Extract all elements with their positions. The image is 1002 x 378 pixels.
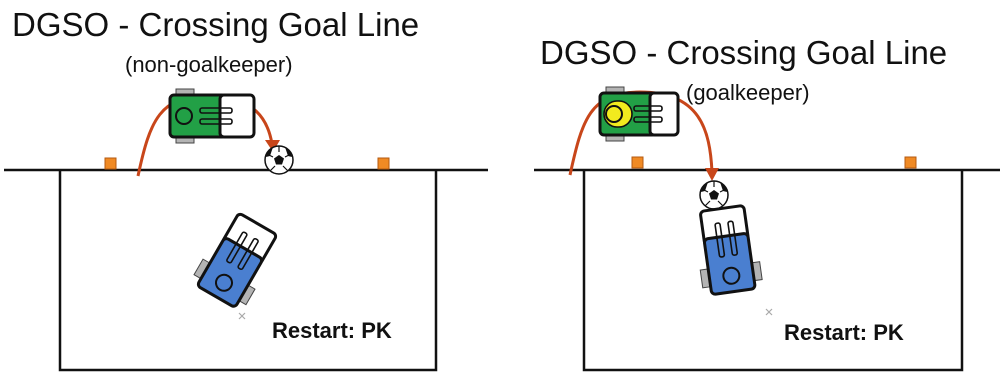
field-diagram bbox=[0, 0, 500, 378]
field-marker-icon bbox=[105, 158, 116, 169]
robot-icon bbox=[190, 209, 284, 312]
panel-goalkeeper: DGSO - Crossing Goal Line (goalkeeper) bbox=[500, 0, 1002, 378]
robot-icon bbox=[600, 87, 678, 141]
penalty-area bbox=[584, 170, 962, 370]
soccer-ball-icon bbox=[700, 181, 728, 209]
panel-non-goalkeeper: DGSO - Crossing Goal Line (non-goalkeepe… bbox=[0, 0, 500, 378]
field-diagram bbox=[500, 0, 1002, 378]
penalty-spot-icon bbox=[766, 309, 772, 315]
robot-icon bbox=[692, 204, 763, 296]
field-marker-icon bbox=[905, 157, 916, 168]
restart-label: Restart: PK bbox=[272, 320, 392, 342]
robot-icon bbox=[170, 89, 254, 143]
field-marker-icon bbox=[378, 158, 389, 169]
trajectory-arrowhead bbox=[705, 168, 719, 181]
field-marker-icon bbox=[632, 157, 643, 168]
soccer-ball-icon bbox=[265, 146, 293, 174]
restart-label: Restart: PK bbox=[784, 322, 904, 344]
penalty-spot-icon bbox=[239, 313, 245, 319]
